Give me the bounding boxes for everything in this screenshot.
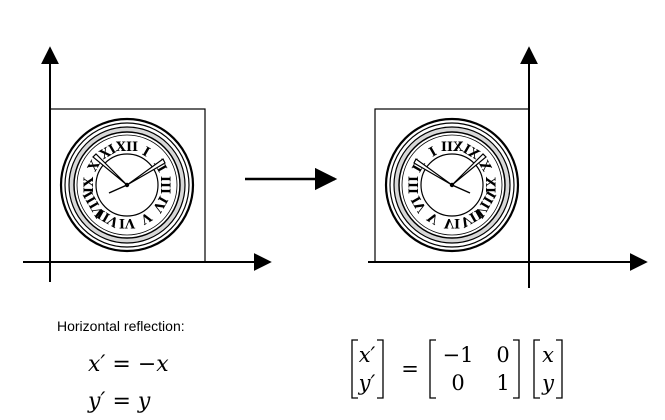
original-panel: XIIIIIIIIIVVVIVIIVIIIIXXXI (23, 46, 272, 282)
clock-hour-hand (413, 158, 453, 186)
lhs-y-prime: y′ (358, 371, 376, 395)
clock-minute-hand (451, 153, 487, 186)
rhs-right-bracket (556, 339, 563, 399)
matrix-right-bracket (513, 339, 520, 399)
clock-numeral: III (407, 176, 422, 194)
y-eq-lhs: y′ (88, 389, 106, 414)
rhs-left-bracket (533, 339, 540, 399)
rhs-x: x (542, 343, 554, 367)
clock-numeral: IV (409, 193, 431, 215)
reflected-panel: XIIIIIIIIIVVVIVIIVIIIIXXXI (368, 46, 648, 288)
clock-numeral: IX (82, 176, 97, 193)
lhs-right-bracket (377, 339, 384, 399)
matrix-cell-11: −1 (443, 343, 474, 367)
matrix-equals: = (401, 357, 419, 381)
left-clock-frame (49, 108, 206, 263)
y-equation: y′ = y (88, 389, 150, 414)
lhs-x-prime: x′ (359, 343, 376, 367)
clock-numeral: III (157, 176, 172, 194)
original-clock-icon: XIIIIIIIIIVVVIVIIVIIIIXXXI (59, 117, 195, 253)
matrix-cell-22: 1 (496, 371, 509, 395)
x-eq-rhs: −x (137, 352, 169, 377)
x-equation: x′ = −x (88, 352, 169, 377)
x-eq-lhs: x′ (88, 352, 106, 377)
clock-numeral: XI (97, 142, 119, 163)
matrix-left-bracket (429, 339, 436, 399)
rhs-y: y (541, 371, 555, 395)
reflected-clock-icon: XIIIIIIIIIVVVIVIIVIIIIXXXI (384, 117, 520, 253)
lhs-left-bracket (351, 339, 358, 399)
clock-numeral: IX (482, 176, 497, 193)
right-clock-frame (374, 108, 530, 263)
clock-numeral: XII (441, 140, 463, 155)
caption: Horizontal reflection: (57, 318, 185, 334)
y-eq-op: = (112, 389, 131, 414)
clock-hour-hand (126, 158, 166, 186)
matrix-cell-21: 0 (451, 371, 464, 395)
clock-numeral: XII (116, 140, 138, 155)
clock-numeral: VI (443, 215, 460, 230)
matrix-cell-12: 0 (496, 343, 509, 367)
x-eq-op: = (112, 352, 131, 377)
clock-numeral: XI (460, 142, 482, 163)
clock-numeral: IV (148, 193, 170, 215)
y-eq-rhs: y (137, 389, 151, 414)
matrix-equation: x′ y′ = −1 0 0 1 x y (351, 339, 563, 399)
clock-minute-hand (92, 153, 128, 186)
clock-numeral: VI (119, 215, 136, 230)
